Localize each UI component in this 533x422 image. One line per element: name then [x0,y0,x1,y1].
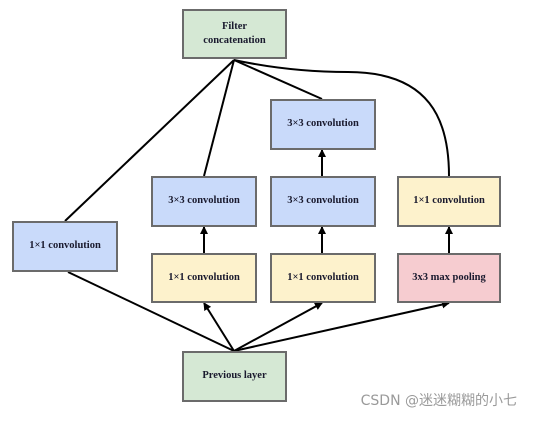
edge-prev-to-pool [233,300,450,352]
edge-b3-to-concat [233,59,323,100]
filter-concatenation-node: Filter concatenation [182,9,287,59]
conv-1x1-branch3-node: 1×1 convolution [270,253,376,303]
edge-b4-to-concat [233,59,450,177]
conv-3x3-branch2-node: 3×3 convolution [151,176,257,227]
previous-layer-node: Previous layer [182,351,287,402]
max-pooling-node: 3x3 max pooling [397,253,501,303]
edge-b2-to-concat [203,59,235,177]
conv-1x1-left-node: 1×1 convolution [12,221,118,272]
watermark: CSDN @迷迷糊糊的小七 [360,393,517,409]
conv-1x1-branch4-top-node: 1×1 convolution [397,176,501,227]
edge-prev-to-b2 [203,302,235,352]
conv-3x3-branch3-mid-node: 3×3 convolution [270,176,376,227]
conv-1x1-branch2-node: 1×1 convolution [151,253,257,303]
conv-3x3-branch3-top-node: 3×3 convolution [270,99,376,150]
edge-prev-to-left [67,271,235,352]
edge-left-to-concat [64,59,235,222]
edge-prev-to-b3 [233,302,323,352]
